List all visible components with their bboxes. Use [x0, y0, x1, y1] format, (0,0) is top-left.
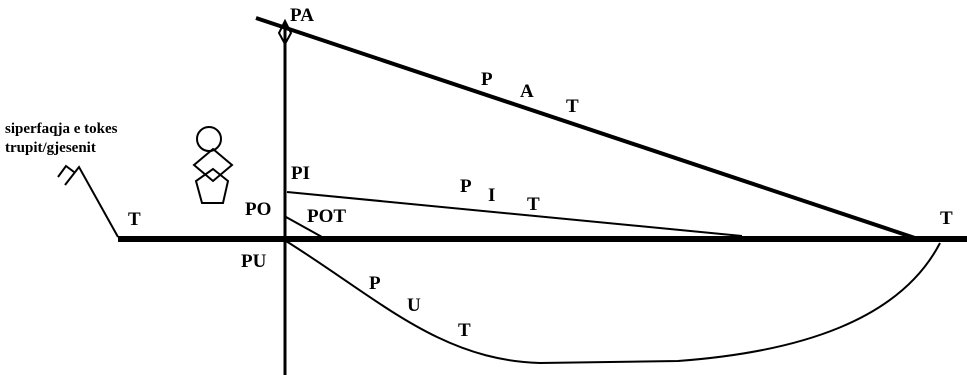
label-pit-i: I — [488, 185, 495, 206]
label-pi: PI — [291, 163, 310, 184]
label-po: PO — [245, 199, 271, 220]
annotation-arrow-line — [65, 167, 118, 237]
annotation-line-2: trupit/gjesenit — [5, 140, 96, 156]
person-figure-icon — [194, 127, 232, 203]
label-t-right: T — [940, 208, 953, 229]
annotation-line-1: siperfaqja e tokes — [5, 121, 118, 137]
put-curve — [286, 241, 940, 363]
label-pu: PU — [241, 251, 267, 272]
label-pot: POT — [307, 206, 346, 227]
pit-line — [287, 192, 742, 236]
label-pat-p: P — [481, 69, 493, 90]
label-pa: PA — [290, 5, 314, 26]
pat-line — [256, 18, 918, 239]
label-pit-p: P — [460, 176, 472, 197]
label-put-u: U — [407, 295, 421, 316]
label-put-p: P — [369, 273, 381, 294]
label-t-left: T — [128, 209, 141, 230]
label-pit-t: T — [527, 194, 540, 215]
label-put-t: T — [458, 320, 471, 341]
label-pat-t: T — [566, 96, 579, 117]
label-pat-a: A — [520, 81, 534, 102]
